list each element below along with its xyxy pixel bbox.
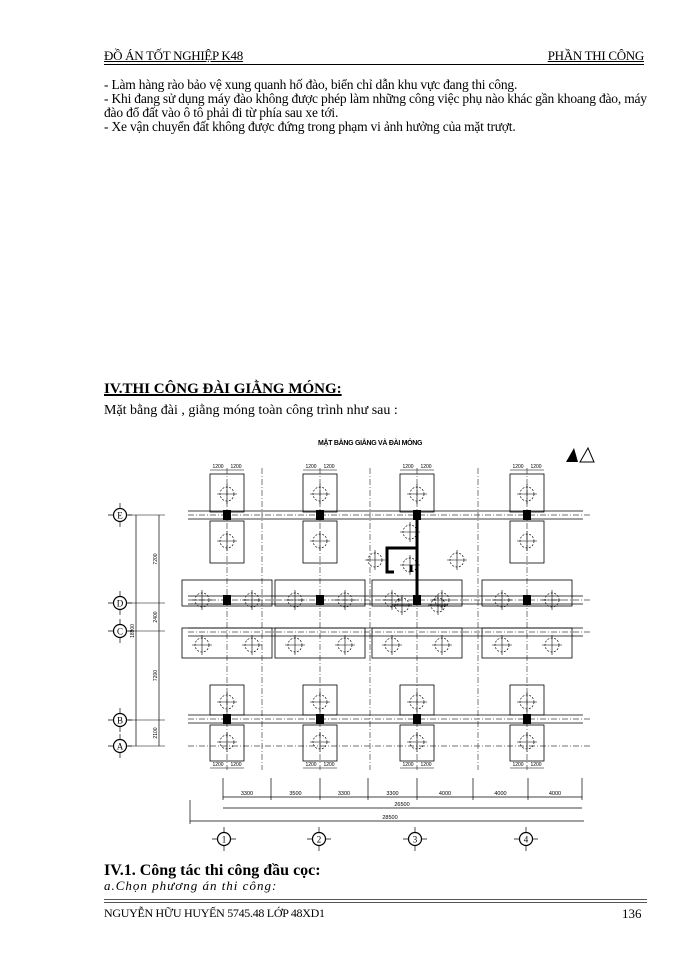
subsection-subheading: a.Chọn phương án thi công: (104, 878, 278, 893)
dimension-label: 4000 (439, 791, 451, 797)
page-number: 136 (622, 906, 642, 921)
dimension-label: 7200 (153, 553, 159, 564)
pile-cap (302, 520, 338, 564)
pile-cap (181, 627, 273, 659)
dimension-label: 1200 (230, 762, 241, 768)
column (223, 714, 231, 724)
dimension-label: 1200 (323, 762, 334, 768)
section-heading: IV.THI CÔNG ĐÀI GIẰNG MÓNG: (104, 381, 342, 397)
dimension-label: 1200 (212, 464, 223, 470)
axis-label: B (117, 716, 123, 726)
dimension-label: 1200 (402, 464, 413, 470)
dimension-label: 1200 (530, 762, 541, 768)
paragraph: - Khi đang sử dụng máy đào không được ph… (104, 91, 647, 120)
dimension-label: 1200 (305, 464, 316, 470)
dimension-label: 26500 (394, 802, 409, 808)
elevator-core (385, 515, 419, 600)
pile-cap (371, 627, 463, 659)
axis-label: 4 (524, 835, 529, 845)
dimension-label: 7200 (153, 670, 159, 681)
axis-label: 3 (413, 835, 418, 845)
axis-label: C (117, 627, 123, 637)
column (316, 510, 324, 520)
dimension-label: 1200 (323, 464, 334, 470)
axis-label: E (117, 511, 123, 521)
dimension-label: 1200 (420, 762, 431, 768)
pile-cap (274, 579, 366, 607)
pile-cap (181, 579, 273, 607)
pile-cap (209, 724, 245, 762)
dimension-label: 1200 (402, 762, 413, 768)
dimension-label: 2100 (153, 727, 159, 738)
axis-marker (216, 831, 232, 847)
axis-marker (112, 595, 128, 611)
dimension-label: 3300 (338, 791, 350, 797)
drawing-title: MẶT BẰNG GIẰNG VÀ ĐÀI MÓNG (318, 440, 423, 447)
dimension-label: 1200 (212, 762, 223, 768)
axis-label: D (117, 599, 124, 609)
axis-label: A (117, 742, 124, 752)
north-arrow-icon (566, 448, 578, 462)
dimension-label: 1200 (512, 762, 523, 768)
pile-cap (481, 627, 573, 659)
axis-marker (112, 712, 128, 728)
north-arrow-icon (579, 446, 595, 463)
paragraph: - Xe vận chuyển đất không được đứng tron… (104, 119, 516, 134)
column (413, 714, 421, 724)
dimension-label: 28500 (382, 815, 397, 821)
dimension-label: 1200 (305, 762, 316, 768)
axis-marker (518, 831, 534, 847)
column (223, 510, 231, 520)
dimension-label: 1200 (420, 464, 431, 470)
pile-cap (302, 724, 338, 762)
paragraph: - Làm hàng rào bảo vệ xung quanh hố đào,… (104, 77, 518, 92)
dimension-label: 1200 (512, 464, 523, 470)
axis-label: 2 (317, 835, 322, 845)
axis-label: 1 (222, 835, 227, 845)
dimension-label: 1200 (230, 464, 241, 470)
pile-cap (481, 579, 573, 607)
column (316, 714, 324, 724)
pile-cap (509, 724, 545, 762)
pile-cap (209, 520, 245, 564)
column (523, 714, 531, 724)
column (316, 595, 324, 605)
column (223, 595, 231, 605)
axis-marker (112, 623, 128, 639)
axis-marker (112, 738, 128, 754)
dimension-label: 4000 (549, 791, 561, 797)
section-intro: Mặt bằng đài , giằng móng toàn công trìn… (104, 403, 398, 418)
footer-author: NGUYỄN HỮU HUYẾN 5745.48 LỚP 48XD1 (104, 906, 325, 920)
footer-rule (104, 899, 647, 903)
dimension-label: 2400 (153, 611, 159, 622)
axis-marker (311, 831, 327, 847)
axis-marker (407, 831, 423, 847)
subsection-heading: IV.1. Công tác thi công đầu cọc: (104, 862, 321, 879)
header-right: PHẦN THI CÔNG (547, 48, 645, 63)
dimension-label: 1200 (530, 464, 541, 470)
dimension-label: 18900 (130, 624, 136, 638)
dimension-label: 3500 (289, 791, 301, 797)
pile-cap (509, 520, 545, 564)
column (523, 595, 531, 605)
column (523, 510, 531, 520)
pile-cap (274, 627, 366, 659)
dimension-label: 3300 (386, 791, 398, 797)
axis-marker (112, 507, 128, 523)
pile-cap (399, 724, 435, 762)
dimension-label: 4000 (494, 791, 506, 797)
dimension-label: 3300 (241, 791, 253, 797)
header-left: ĐỒ ÁN TỐT NGHIỆP K48 (104, 48, 243, 63)
page-header: ĐỒ ÁN TỐT NGHIỆP K48 PHẦN THI CÔNG (104, 44, 644, 65)
